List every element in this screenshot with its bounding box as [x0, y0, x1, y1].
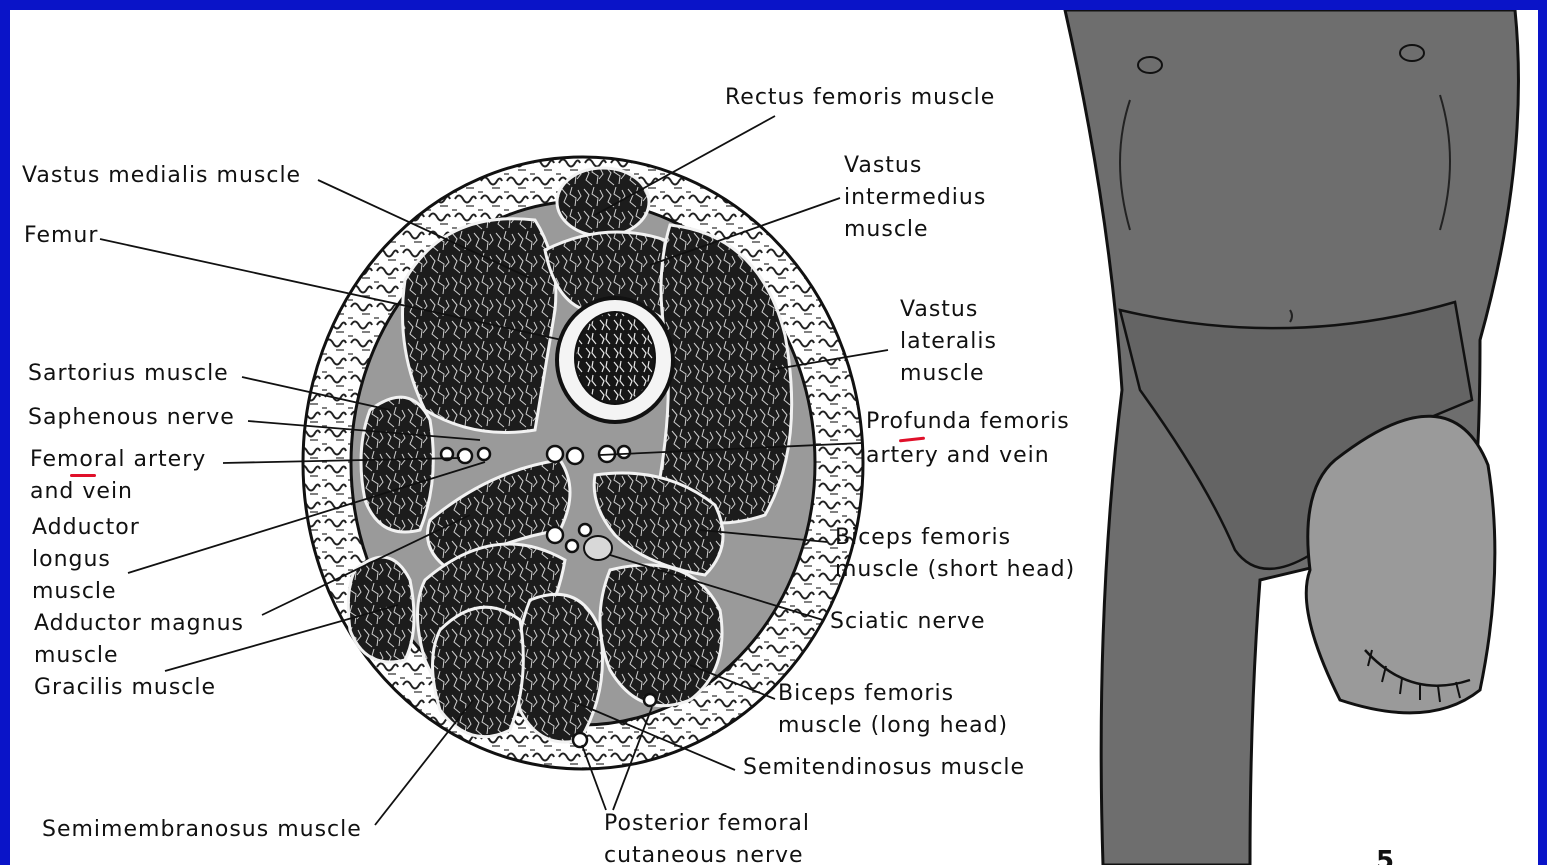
label-semitendinosus: Semitendinosus muscle — [743, 752, 1025, 783]
label-biceps-short-1: Biceps femoris — [835, 522, 1011, 553]
label-adductor-longus-3: muscle — [32, 576, 117, 607]
label-femoral-artery-2: and vein — [30, 476, 133, 507]
label-vastus-lateralis-2: lateralis — [900, 326, 997, 357]
label-rectus-femoris: Rectus femoris muscle — [725, 82, 995, 113]
label-adductor-longus-1: Adductor — [32, 512, 140, 543]
label-femur: Femur — [24, 220, 98, 251]
label-sartorius: Sartorius muscle — [28, 358, 229, 389]
label-sciatic-nerve: Sciatic nerve — [830, 606, 986, 637]
label-biceps-long-1: Biceps femoris — [778, 678, 954, 709]
label-vastus-lateralis-1: Vastus — [900, 294, 978, 325]
label-gracilis: Gracilis muscle — [34, 672, 216, 703]
amputation-figure — [10, 10, 1538, 865]
figure-number: 5 — [1376, 846, 1394, 865]
label-posterior-cutaneous-1: Posterior femoral — [604, 808, 810, 839]
label-saphenous-nerve: Saphenous nerve — [28, 402, 235, 433]
red-underline-femoral — [70, 474, 96, 477]
label-adductor-longus-2: longus — [32, 544, 111, 575]
label-adductor-magnus-2: muscle — [34, 640, 119, 671]
label-biceps-short-2: muscle (short head) — [835, 554, 1075, 585]
label-vastus-lateralis-3: muscle — [900, 358, 985, 389]
label-vastus-intermedius-2: intermedius — [844, 182, 986, 213]
label-profunda-femoris-2: artery and vein — [866, 440, 1050, 471]
label-profunda-femoris-1: Profunda femoris — [866, 406, 1070, 437]
label-posterior-cutaneous-2: cutaneous nerve — [604, 840, 804, 865]
label-vastus-medialis: Vastus medialis muscle — [22, 160, 301, 191]
label-semimembranosus: Semimembranosus muscle — [42, 814, 362, 845]
label-adductor-magnus-1: Adductor magnus — [34, 608, 244, 639]
slide-canvas: Rectus femoris muscle Vastus medialis mu… — [10, 10, 1538, 865]
label-vastus-intermedius-1: Vastus — [844, 150, 922, 181]
residual-limb — [1306, 416, 1495, 713]
label-femoral-artery-1: Femoral artery — [30, 444, 206, 475]
label-vastus-intermedius-3: muscle — [844, 214, 929, 245]
label-biceps-long-2: muscle (long head) — [778, 710, 1008, 741]
